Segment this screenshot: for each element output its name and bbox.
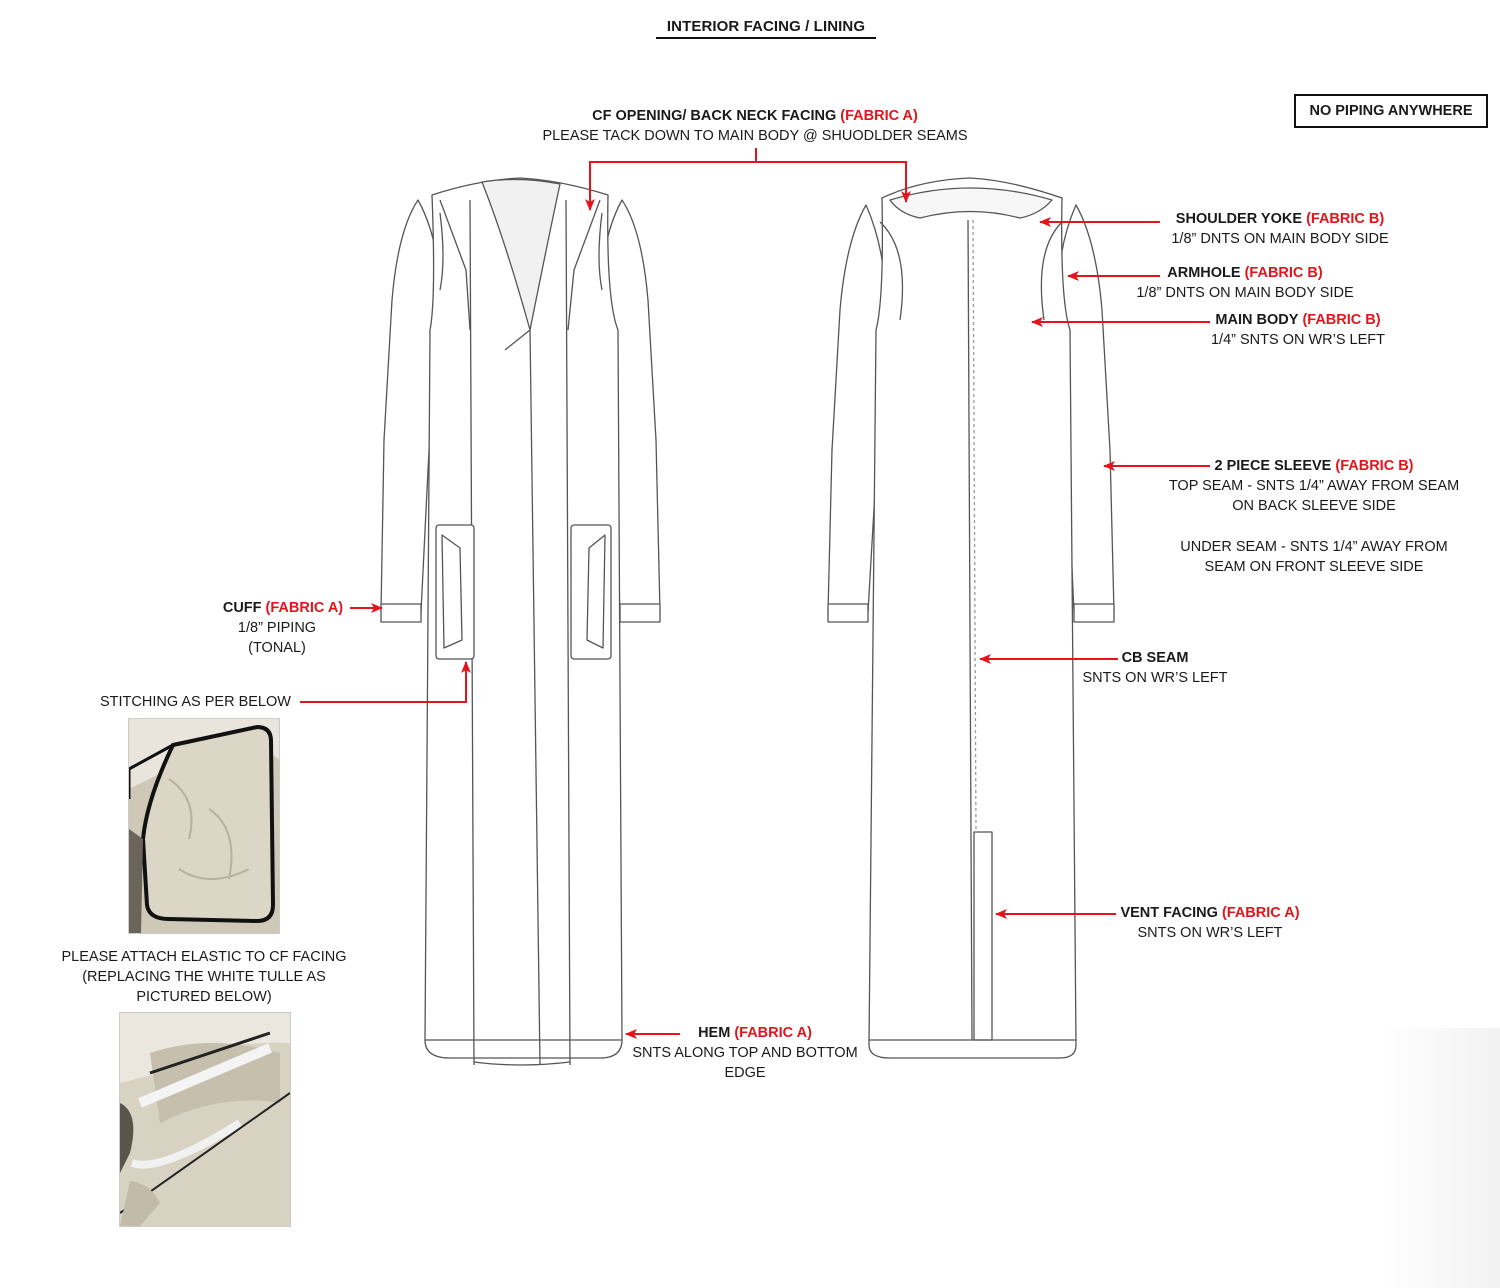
- callout-note: 1/8” PIPING: [237, 620, 317, 636]
- callout-note: SNTS ON WR’S LEFT: [1137, 925, 1283, 941]
- back-body: [868, 177, 1077, 1059]
- callout-note: (TONAL): [248, 640, 306, 656]
- callout-note: SNTS ON WR’S LEFT: [1082, 670, 1228, 686]
- callout-name: 2 PIECE SLEEVE: [1214, 458, 1332, 474]
- callout-shoulder-yoke: SHOULDER YOKE (FABRIC B) 1/8” DNTS ON MA…: [1140, 209, 1420, 249]
- callout-note: ON BACK SLEEVE SIDE: [1232, 498, 1396, 514]
- vent-facing: [973, 831, 993, 1041]
- fabric-tag: (FABRIC B): [1244, 265, 1323, 281]
- page-title: INTERIOR FACING / LINING: [666, 18, 866, 35]
- callout-cf-opening: CF OPENING/ BACK NECK FACING (FABRIC A) …: [540, 106, 970, 146]
- fabric-tag: (FABRIC B): [1306, 211, 1385, 227]
- callout-main-body: MAIN BODY (FABRIC B) 1/4” SNTS ON WR’S L…: [1178, 310, 1418, 350]
- callout-sleeve: 2 PIECE SLEEVE (FABRIC B) TOP SEAM - SNT…: [1154, 456, 1474, 577]
- cb-seam: [967, 219, 973, 1041]
- fabric-tag: (FABRIC A): [840, 108, 918, 124]
- callout-note: (REPLACING THE WHITE TULLE AS: [82, 969, 326, 985]
- back-right-cuff: [1073, 603, 1115, 623]
- callout-note: 1/8” DNTS ON MAIN BODY SIDE: [1171, 231, 1389, 247]
- elastic-photo: [119, 1012, 291, 1227]
- callout-name: CB SEAM: [1121, 650, 1189, 666]
- callout-note: PICTURED BELOW): [136, 989, 272, 1005]
- fabric-tag: (FABRIC A): [734, 1025, 812, 1041]
- corner-shadow: [1380, 1028, 1500, 1288]
- callout-cuff: CUFF (FABRIC A) 1/8” PIPING (TONAL): [203, 598, 363, 658]
- callout-note: UNDER SEAM - SNTS 1/4” AWAY FROM: [1180, 539, 1448, 555]
- callout-name: MAIN BODY: [1215, 312, 1299, 328]
- front-collar: [481, 178, 561, 331]
- callout-hem: HEM (FABRIC A) SNTS ALONG TOP AND BOTTOM…: [620, 1023, 870, 1083]
- callout-cb-seam: CB SEAM SNTS ON WR’S LEFT: [1080, 648, 1230, 688]
- fabric-tag: (FABRIC A): [265, 600, 344, 616]
- stitching-photo-image: [129, 719, 279, 933]
- back-yoke: [889, 187, 1053, 219]
- callout-note: 1/4” SNTS ON WR’S LEFT: [1210, 332, 1386, 348]
- front-left-pocket: [435, 524, 475, 660]
- callout-name: ARMHOLE: [1167, 265, 1241, 281]
- back-left-cuff: [827, 603, 869, 623]
- callout-note: SNTS ALONG TOP AND BOTTOM: [632, 1045, 858, 1061]
- no-piping-notice: NO PIPING ANYWHERE: [1294, 94, 1488, 128]
- front-right-pocket: [570, 524, 612, 660]
- arrow-stitching: [300, 661, 471, 703]
- callout-note: EDGE: [724, 1065, 766, 1081]
- callout-name: VENT FACING: [1120, 905, 1218, 921]
- front-view: [380, 177, 661, 1066]
- front-left-cuff: [380, 603, 422, 623]
- front-body: [424, 177, 623, 1059]
- arrow-back-neck: [756, 161, 911, 203]
- stitching-photo: [128, 718, 280, 934]
- fabric-tag: (FABRIC A): [1221, 905, 1300, 921]
- title-underline: [656, 37, 876, 39]
- fabric-tag: (FABRIC B): [1335, 458, 1414, 474]
- callout-name: HEM: [698, 1025, 731, 1041]
- front-right-cuff: [619, 603, 661, 623]
- callout-stitching: STITCHING AS PER BELOW: [100, 694, 291, 710]
- back-view: [827, 177, 1115, 1059]
- callout-elastic: PLEASE ATTACH ELASTIC TO CF FACING (REPL…: [60, 947, 348, 1007]
- callout-vent-facing: VENT FACING (FABRIC A) SNTS ON WR’S LEFT: [1110, 903, 1310, 943]
- elastic-photo-image: [120, 1013, 290, 1226]
- arrow-cf-opening: [585, 148, 757, 211]
- callout-name: CF OPENING/ BACK NECK FACING: [592, 108, 837, 124]
- fabric-tag: (FABRIC B): [1302, 312, 1381, 328]
- callout-name: SHOULDER YOKE: [1175, 211, 1303, 227]
- callout-name: CUFF: [222, 600, 262, 616]
- arrows: [300, 148, 1210, 1039]
- callout-note: 1/8” DNTS ON MAIN BODY SIDE: [1136, 285, 1354, 301]
- callout-note: SEAM ON FRONT SLEEVE SIDE: [1204, 559, 1424, 575]
- callout-note: PLEASE ATTACH ELASTIC TO CF FACING: [61, 949, 347, 965]
- callout-armhole: ARMHOLE (FABRIC B) 1/8” DNTS ON MAIN BOD…: [1105, 263, 1385, 303]
- callout-note: TOP SEAM - SNTS 1/4” AWAY FROM SEAM: [1168, 478, 1460, 494]
- callout-note: PLEASE TACK DOWN TO MAIN BODY @ SHUODLDE…: [542, 128, 968, 144]
